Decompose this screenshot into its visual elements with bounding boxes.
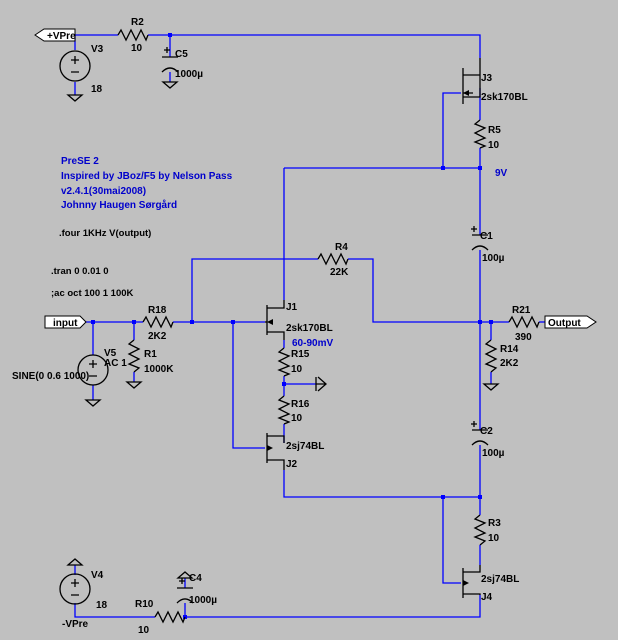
v4-ref: V4	[91, 570, 104, 581]
rail-voltage-annotation: 9V	[495, 168, 508, 179]
c1-ref: C1	[480, 231, 493, 242]
resistor-r2[interactable]	[117, 28, 149, 42]
r1-ref: R1	[144, 349, 157, 360]
capacitor-c4[interactable]	[176, 578, 194, 604]
capacitor-c1[interactable]	[471, 226, 489, 251]
c5-ref: C5	[175, 49, 188, 60]
capacitor-c2[interactable]	[471, 421, 489, 446]
resistor-r3[interactable]	[473, 514, 487, 546]
ground-icon	[125, 381, 143, 389]
jfet-j1[interactable]	[265, 300, 285, 340]
port-input-label: input	[53, 318, 78, 329]
capacitor-c5[interactable]	[161, 47, 179, 73]
v4-value: 18	[96, 600, 108, 611]
r15-ref: R15	[291, 349, 310, 360]
r2-value: 10	[131, 43, 143, 54]
ground-icon	[66, 94, 84, 102]
r5-ref: R5	[488, 125, 501, 136]
j2-ref: J2	[286, 459, 298, 470]
jfet-j3[interactable]	[462, 58, 481, 104]
resistor-r5[interactable]	[473, 119, 487, 149]
port-output-label: Output	[548, 318, 581, 329]
ground-icon	[66, 558, 84, 566]
c2-value: 100µ	[482, 448, 505, 459]
port-vpre-neg-label: -VPre	[62, 619, 89, 630]
resistor-r1[interactable]	[127, 339, 141, 373]
ground-icon	[161, 81, 179, 89]
j4-ref: J4	[481, 592, 493, 603]
title-line-1: PreSE 2	[61, 156, 99, 167]
resistor-r10[interactable]	[154, 610, 186, 624]
r1-value: 1000K	[144, 364, 174, 375]
ground-icon	[176, 571, 194, 579]
r14-value: 2K2	[500, 358, 519, 369]
resistor-r4[interactable]	[317, 252, 349, 266]
c4-ref: C4	[189, 573, 202, 584]
spice-directives: .four 1KHz V(output) .tran 0 0.01 0 ;ac …	[51, 228, 151, 299]
directive-tran: .tran 0 0.01 0	[51, 266, 109, 277]
r2-ref: R2	[131, 17, 144, 28]
resistor-r18[interactable]	[142, 315, 174, 329]
resistor-r14[interactable]	[484, 339, 498, 373]
j1-ref: J1	[286, 302, 298, 313]
j3-model: 2sk170BL	[481, 92, 528, 103]
title-line-4: Johnny Haugen Sørgård	[61, 199, 177, 211]
c1-value: 100µ	[482, 253, 505, 264]
bias-annotation: 60-90mV	[292, 338, 333, 349]
port-vpre-pos-label: +VPre	[47, 31, 76, 42]
v3-value: 18	[91, 84, 103, 95]
jfet-j4[interactable]	[462, 565, 481, 598]
port-vpre-pos[interactable]: +VPre	[34, 28, 76, 42]
resistor-r21[interactable]	[508, 315, 540, 329]
r4-ref: R4	[335, 242, 348, 253]
voltage-source-v5[interactable]	[77, 354, 109, 386]
v3-ref: V3	[91, 44, 104, 55]
jfet-j2[interactable]	[266, 433, 285, 470]
ground-arrow-icon	[315, 376, 327, 392]
r16-ref: R16	[291, 399, 310, 410]
r16-value: 10	[291, 413, 303, 424]
r3-value: 10	[488, 533, 500, 544]
resistor-r15[interactable]	[277, 347, 291, 377]
port-input[interactable]: input	[44, 315, 87, 329]
r21-value: 390	[515, 332, 532, 343]
title-line-2: Inspired by JBoz/F5 by Nelson Pass	[61, 171, 233, 182]
r3-ref: R3	[488, 518, 501, 529]
voltage-source-v3[interactable]	[59, 50, 91, 82]
directive-ac: ;ac oct 100 1 100K	[51, 288, 134, 299]
title-block: PreSE 2 Inspired by JBoz/F5 by Nelson Pa…	[61, 156, 233, 211]
ground-icon	[482, 383, 500, 391]
r21-ref: R21	[512, 305, 531, 316]
directive-four: .four 1KHz V(output)	[59, 228, 151, 239]
c5-value: 1000µ	[175, 69, 203, 80]
r18-ref: R18	[148, 305, 167, 316]
r5-value: 10	[488, 140, 500, 151]
r4-value: 22K	[330, 267, 349, 278]
voltage-source-v4[interactable]	[59, 573, 91, 605]
j3-ref: J3	[481, 73, 493, 84]
r15-value: 10	[291, 364, 303, 375]
v5-value: SINE(0 0.6 1000)	[12, 371, 89, 382]
j2-model: 2sj74BL	[286, 441, 324, 452]
r18-value: 2K2	[148, 331, 167, 342]
title-line-3: v2.4.1(30mai2008)	[61, 186, 146, 197]
c2-ref: C2	[480, 426, 493, 437]
v5-ac: AC 1	[104, 358, 127, 369]
r10-ref: R10	[135, 599, 154, 610]
r10-value: 10	[138, 625, 150, 636]
port-output[interactable]: Output	[544, 315, 597, 329]
ground-icon	[84, 399, 102, 407]
resistor-r16[interactable]	[277, 395, 291, 425]
j1-model: 2sk170BL	[286, 323, 333, 334]
c4-value: 1000µ	[189, 595, 217, 606]
v5-ref: V5	[104, 348, 117, 359]
j4-model: 2sj74BL	[481, 574, 519, 585]
wires	[74, 34, 552, 618]
r14-ref: R14	[500, 344, 519, 355]
